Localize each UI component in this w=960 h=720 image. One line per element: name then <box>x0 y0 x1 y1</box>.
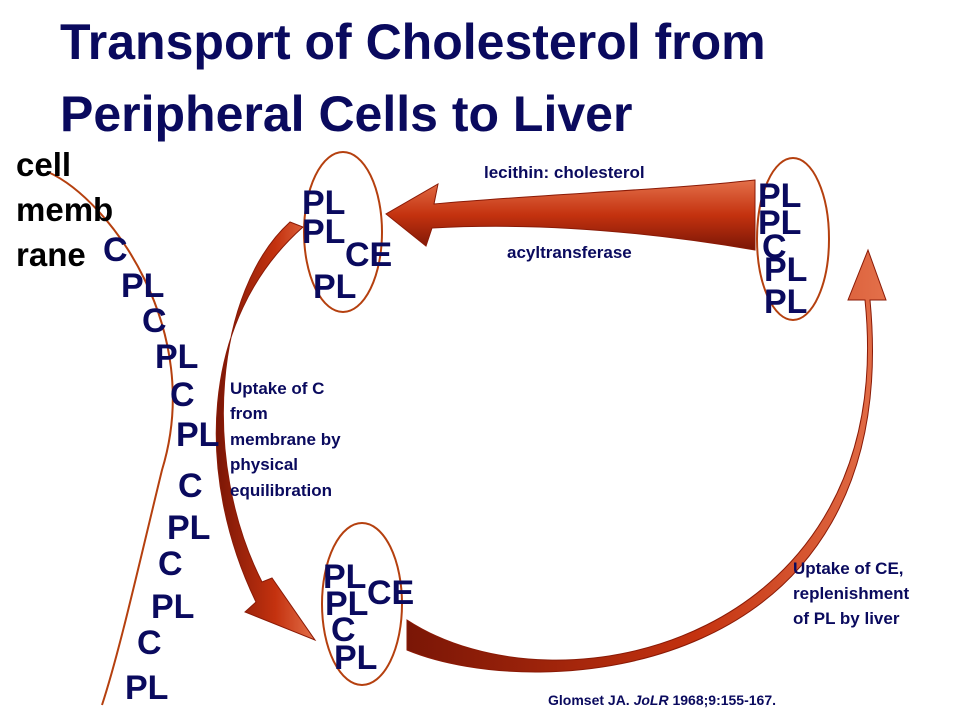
uptake-c-line: from <box>230 404 268 423</box>
citation-journal: JoLR <box>633 692 669 708</box>
membrane-label-rane: rane <box>16 236 86 273</box>
uptake-ce-line: Uptake of CE, <box>793 559 904 578</box>
particle-top-right-pl: PL <box>758 204 802 242</box>
particle-top-left-ce: CE <box>345 236 393 274</box>
citation-ref: 1968;9:155-167. <box>672 692 777 708</box>
membrane-phospholipid: PL <box>121 267 165 305</box>
particle-top-left-pl: PL <box>302 184 346 222</box>
uptake-ce-line: of PL by liver <box>793 609 900 628</box>
uptake-ce-arrow <box>406 248 887 673</box>
particle-top-right-c: C <box>762 228 787 266</box>
membrane-cholesterol: C <box>178 467 203 505</box>
title-line-1: Transport of Cholesterol from <box>60 14 766 70</box>
membrane-cholesterol: C <box>103 231 128 269</box>
particle-top-right-outline <box>756 157 830 321</box>
cell-membrane-line <box>47 171 174 706</box>
particle-bottom-outline <box>321 522 403 686</box>
particle-top-right-pl: PL <box>764 251 808 289</box>
particle-bottom-ce: CE <box>367 574 415 612</box>
particle-top-right-pl: PL <box>764 283 808 321</box>
uptake-c-line: equilibration <box>230 481 332 500</box>
membrane-cholesterol: C <box>142 302 167 340</box>
particle-bottom-pl: PL <box>334 639 378 677</box>
uptake-c-line: Uptake of C <box>230 379 325 398</box>
particle-bottom-c: C <box>331 611 356 649</box>
membrane-cholesterol: C <box>137 624 162 662</box>
uptake-c-arrow <box>215 221 317 642</box>
membrane-label-memb: memb <box>16 191 114 228</box>
membrane-phospholipid: PL <box>155 338 199 376</box>
particle-top-left-pl: PL <box>302 213 346 251</box>
membrane-phospholipid: PL <box>125 669 169 707</box>
uptake-c-line: physical <box>230 455 299 474</box>
membrane-phospholipid: PL <box>176 416 220 454</box>
enzyme-label-line-1: lecithin: cholesterol <box>484 163 645 182</box>
lcat-arrow <box>385 179 756 251</box>
uptake-c-line: membrane by <box>230 430 341 449</box>
enzyme-label-line-2: acyltransferase <box>507 243 632 262</box>
particle-bottom-pl: PL <box>325 585 369 623</box>
particle-top-left-pl: PL <box>313 268 357 306</box>
title-line-2: Peripheral Cells to Liver <box>60 86 633 142</box>
particle-top-right-pl: PL <box>758 177 802 215</box>
membrane-cholesterol: C <box>170 376 195 414</box>
citation: Glomset JA. JoLR 1968;9:155-167. <box>548 692 776 708</box>
uptake-ce-line: replenishment <box>793 584 910 603</box>
citation-author: Glomset JA. <box>548 692 630 708</box>
particle-top-left-outline <box>303 151 383 313</box>
particle-bottom-pl: PL <box>323 558 367 596</box>
membrane-phospholipid: PL <box>167 509 211 547</box>
membrane-cholesterol: C <box>158 545 183 583</box>
membrane-phospholipid: PL <box>151 588 195 626</box>
membrane-label-cell: cell <box>16 146 72 183</box>
